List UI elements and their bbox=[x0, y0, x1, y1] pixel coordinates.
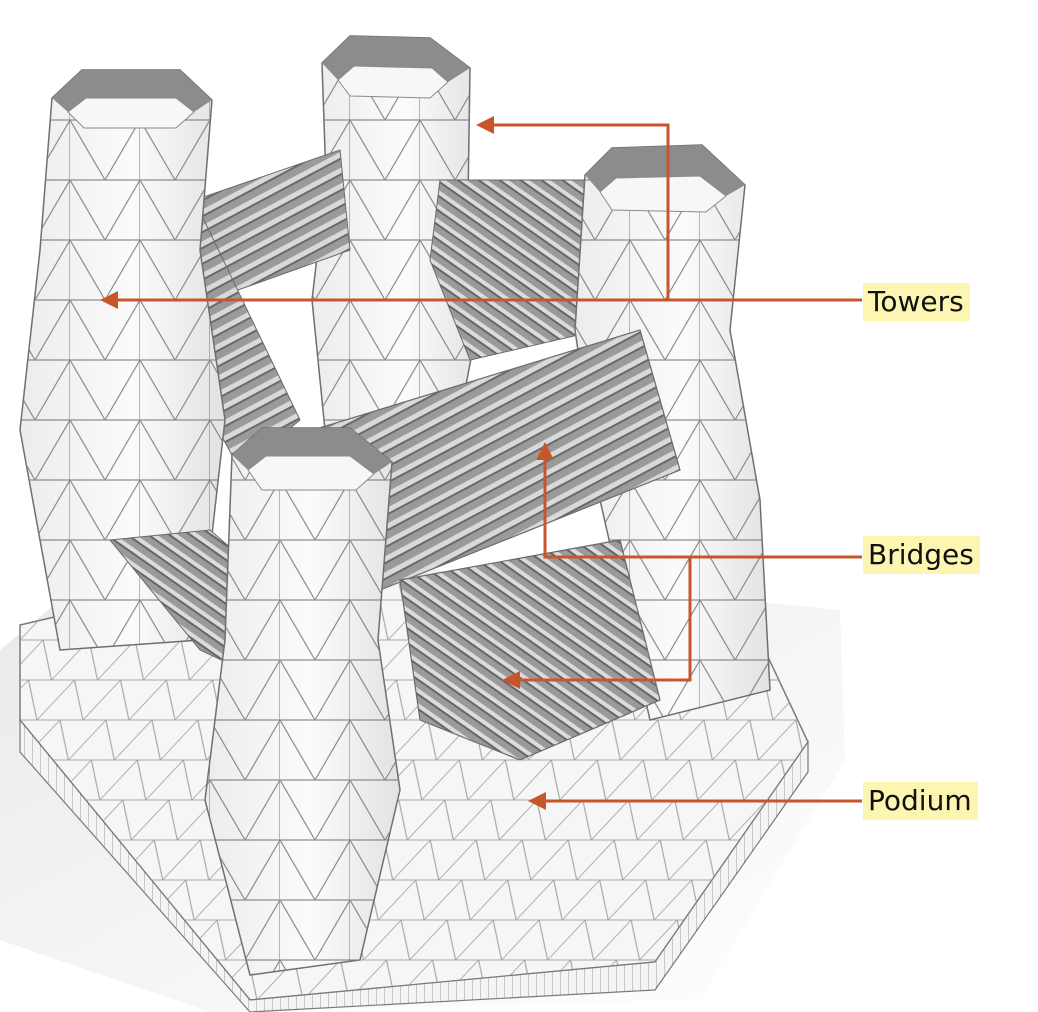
tower-left bbox=[19, 69, 226, 651]
callout-bridges-arrows bbox=[515, 455, 862, 682]
callout-towers-arrows bbox=[110, 123, 862, 302]
arrowhead-bridges-upper bbox=[536, 442, 554, 460]
label-bridges: Bridges bbox=[863, 536, 980, 574]
tower-rear-center bbox=[311, 35, 483, 481]
arrowhead-towers-left bbox=[100, 291, 118, 309]
arrowhead-towers-top bbox=[476, 116, 494, 134]
tower-front bbox=[204, 427, 401, 976]
arrowhead-bridges-lower bbox=[502, 671, 520, 689]
label-podium: Podium bbox=[863, 782, 978, 820]
label-towers: Towers bbox=[863, 283, 970, 321]
arrowhead-podium bbox=[528, 792, 546, 810]
